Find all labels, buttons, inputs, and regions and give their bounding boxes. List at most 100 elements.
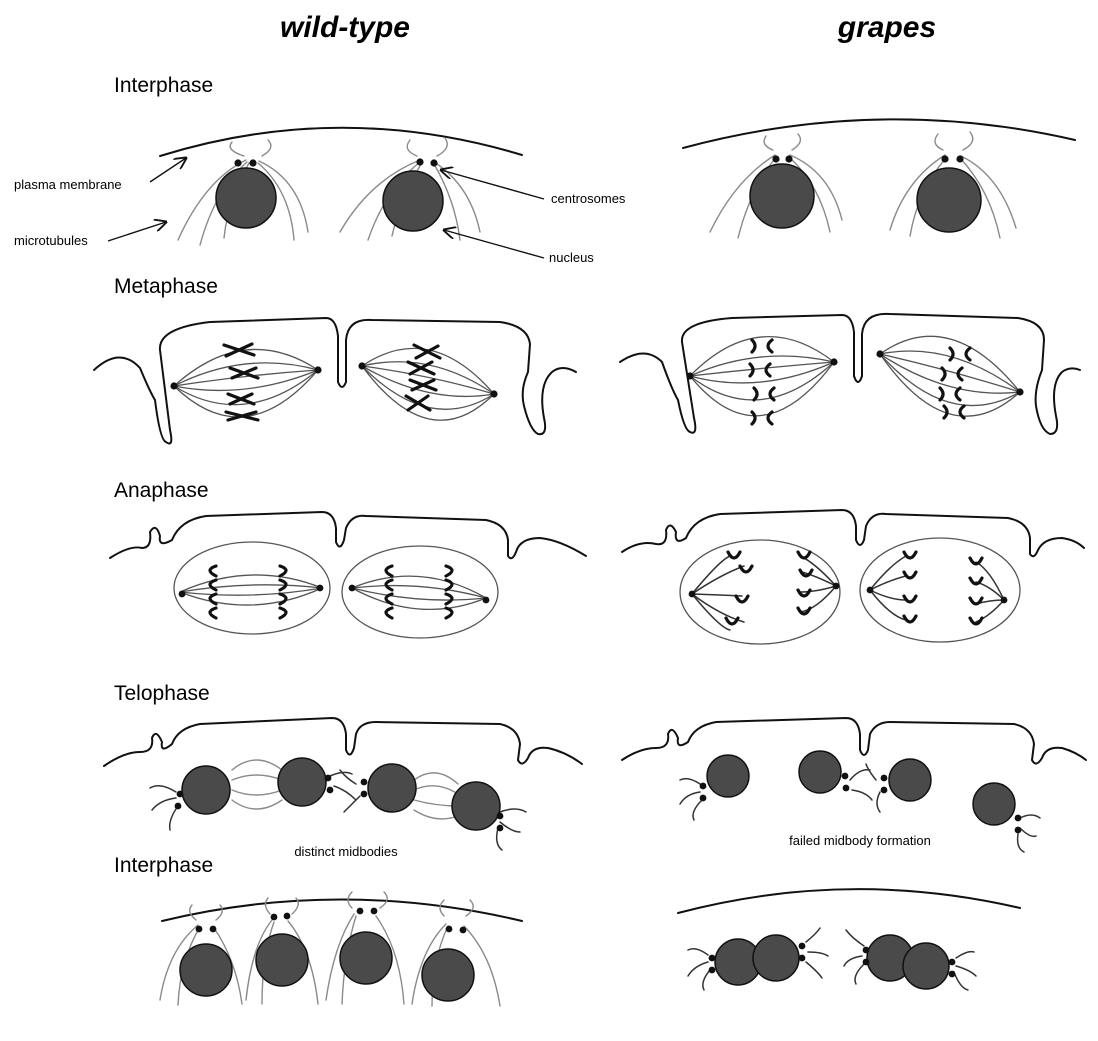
centrosome — [772, 155, 779, 162]
centrosome — [881, 787, 888, 794]
plasma-membrane — [622, 510, 1084, 556]
nucleus — [256, 934, 308, 986]
nucleus — [799, 751, 841, 793]
centrosome — [689, 591, 696, 598]
wild-type-anaphase — [110, 512, 586, 638]
nucleus — [889, 759, 931, 801]
phase-label-telophase: Telophase — [114, 682, 210, 705]
centrosome — [175, 803, 182, 810]
label-microtubules: microtubules — [14, 233, 88, 248]
centrosome — [349, 585, 356, 592]
centrosome — [497, 825, 504, 832]
centrosome — [700, 783, 707, 790]
plasma-membrane — [622, 718, 1086, 764]
plasma-membrane — [162, 900, 522, 922]
centrosome — [357, 908, 364, 915]
centrosome — [842, 773, 849, 780]
label-failed-midbody-formation: failed midbody formation — [789, 833, 931, 848]
spindle — [174, 542, 498, 638]
plasma-membrane — [678, 889, 1020, 913]
nucleus — [422, 949, 474, 1001]
centrosome — [371, 908, 378, 915]
nucleus — [917, 168, 981, 232]
centrosome — [785, 155, 792, 162]
grapes-telophase: failed midbody formation — [622, 718, 1086, 852]
centrosome — [799, 943, 806, 950]
centrosome — [1015, 827, 1022, 834]
centrosome — [177, 791, 184, 798]
centrosome — [284, 913, 291, 920]
grapes-anaphase — [622, 510, 1084, 644]
centrosome — [446, 926, 453, 933]
centrosome — [863, 959, 870, 966]
arrow-microtubules — [108, 222, 166, 241]
grapes-interphase-late — [678, 889, 1020, 990]
label-plasma-membrane: plasma membrane — [14, 177, 122, 192]
wild-type-telophase: distinct midbodies — [104, 718, 582, 859]
wild-type-interphase: plasma membrane microtubules centrosomes… — [14, 128, 626, 265]
arrow-centrosomes — [441, 170, 544, 199]
chromosomes — [224, 344, 440, 420]
centrosome — [361, 779, 368, 786]
centrosome — [497, 813, 504, 820]
phase-label-interphase: Interphase — [114, 74, 213, 97]
centrosome — [1015, 815, 1022, 822]
label-nucleus: nucleus — [549, 250, 594, 265]
wild-type-metaphase — [94, 318, 576, 444]
centrosome — [709, 967, 716, 974]
column-title-grapes: grapes — [837, 11, 936, 44]
centrosome — [317, 585, 324, 592]
nucleus — [452, 782, 500, 830]
centrosome — [843, 785, 850, 792]
plasma-membrane — [94, 318, 576, 444]
centrosome — [833, 583, 840, 590]
nucleus — [753, 935, 799, 981]
centrosome — [881, 775, 888, 782]
centrosome — [949, 971, 956, 978]
centrosome — [700, 795, 707, 802]
phase-label-anaphase: Anaphase — [114, 479, 209, 502]
centrosome — [179, 591, 186, 598]
centrosome — [876, 350, 883, 357]
nucleus — [278, 758, 326, 806]
plasma-membrane — [110, 512, 586, 558]
centrosome — [941, 155, 948, 162]
centrosome — [483, 597, 490, 604]
nucleus — [707, 755, 749, 797]
centrosome — [863, 947, 870, 954]
centrosome — [830, 358, 837, 365]
centrosome — [686, 372, 693, 379]
plasma-membrane — [683, 119, 1075, 148]
centrosome — [1016, 388, 1023, 395]
nucleus — [383, 171, 443, 231]
centrosome — [170, 382, 177, 389]
centrosome — [430, 159, 437, 166]
arrow-nucleus — [444, 230, 544, 258]
nucleus — [182, 766, 230, 814]
centrosome — [271, 914, 278, 921]
centrosome — [314, 366, 321, 373]
label-distinct-midbodies: distinct midbodies — [294, 844, 398, 859]
nucleus — [340, 932, 392, 984]
centrosome — [361, 791, 368, 798]
label-centrosomes: centrosomes — [551, 191, 626, 206]
centrosome — [358, 362, 365, 369]
centrosome — [416, 158, 423, 165]
nucleus — [368, 764, 416, 812]
centrosome — [709, 955, 716, 962]
chromosomes — [210, 566, 452, 618]
arrow-plasma-membrane — [150, 158, 186, 182]
phase-label-interphase-late: Interphase — [114, 854, 213, 877]
phase-label-metaphase: Metaphase — [114, 275, 218, 298]
nucleus — [180, 944, 232, 996]
chromosomes — [726, 552, 982, 624]
plasma-membrane — [160, 128, 522, 156]
centrosome — [210, 926, 217, 933]
centrosome — [327, 787, 334, 794]
centrosome — [867, 587, 874, 594]
spindle — [174, 348, 494, 420]
centrosome — [249, 159, 256, 166]
plasma-membrane — [104, 718, 582, 766]
grapes-interphase — [683, 119, 1075, 238]
centrosome — [234, 159, 241, 166]
